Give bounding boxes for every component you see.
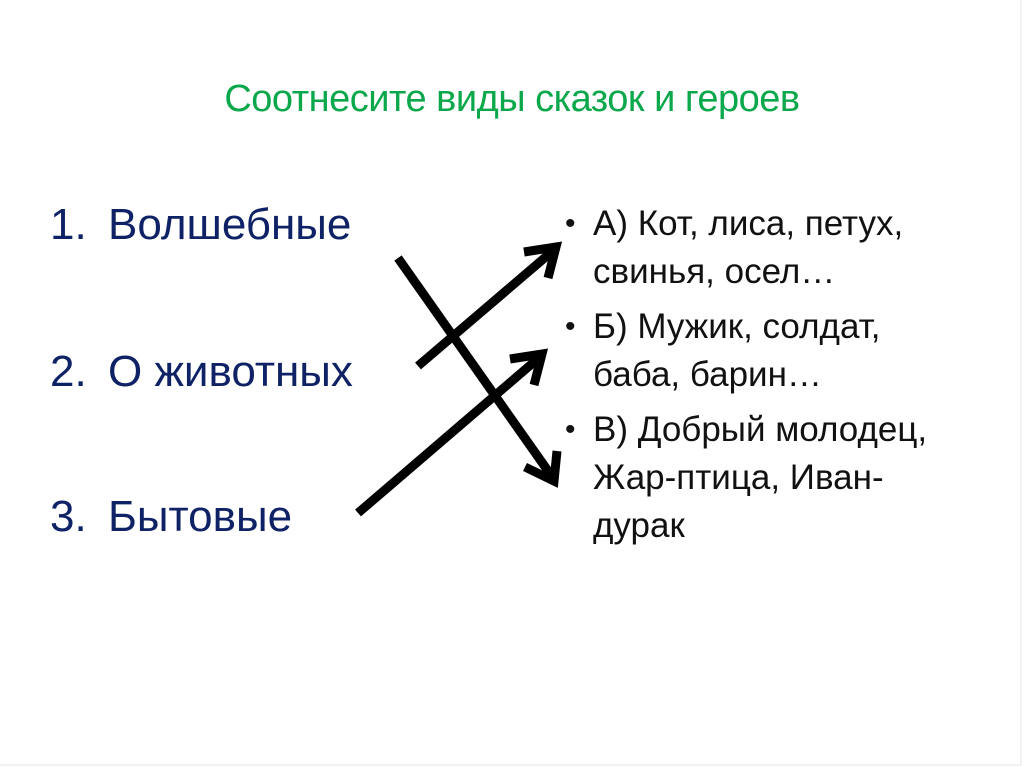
item-line: А) Кот, лиса, петух, bbox=[593, 204, 904, 243]
list-item-everyday: 3. Бытовые bbox=[50, 492, 292, 542]
slide-title: Соотнесите виды сказок и героев bbox=[224, 78, 800, 120]
list-item-heroes-v: • В) Добрый молодец, Жар-птица, Иван- ду… bbox=[565, 406, 1005, 550]
item-number: 2. bbox=[50, 347, 87, 396]
bullet-icon: • bbox=[565, 207, 576, 240]
item-label: Бытовые bbox=[108, 492, 293, 541]
arrow-magic-to-v-icon bbox=[394, 255, 562, 488]
bullet-icon: • bbox=[565, 310, 576, 343]
item-number: 1. bbox=[50, 200, 87, 249]
item-line: Б) Мужик, солдат, bbox=[593, 307, 881, 346]
item-line: Жар-птица, Иван- bbox=[593, 458, 884, 497]
item-label: О животных bbox=[108, 347, 353, 396]
arrow-animals-to-a-icon bbox=[415, 241, 563, 370]
item-line: свинья, осел… bbox=[593, 252, 836, 291]
item-line: дурак bbox=[593, 506, 685, 545]
list-item-magic: 1. Волшебные bbox=[50, 200, 351, 250]
arrow-everyday-to-b-icon bbox=[355, 348, 549, 517]
item-number: 3. bbox=[50, 492, 87, 541]
item-line: баба, барин… bbox=[593, 355, 822, 394]
heroes-list: • А) Кот, лиса, петух, свинья, осел… • Б… bbox=[565, 200, 1005, 557]
bullet-icon: • bbox=[565, 413, 576, 446]
item-line: В) Добрый молодец, bbox=[593, 410, 928, 449]
item-label: Волшебные bbox=[108, 200, 352, 249]
list-item-animals: 2. О животных bbox=[50, 347, 353, 397]
list-item-heroes-a: • А) Кот, лиса, петух, свинья, осел… bbox=[565, 200, 1005, 296]
list-item-heroes-b: • Б) Мужик, солдат, баба, барин… bbox=[565, 303, 1005, 399]
